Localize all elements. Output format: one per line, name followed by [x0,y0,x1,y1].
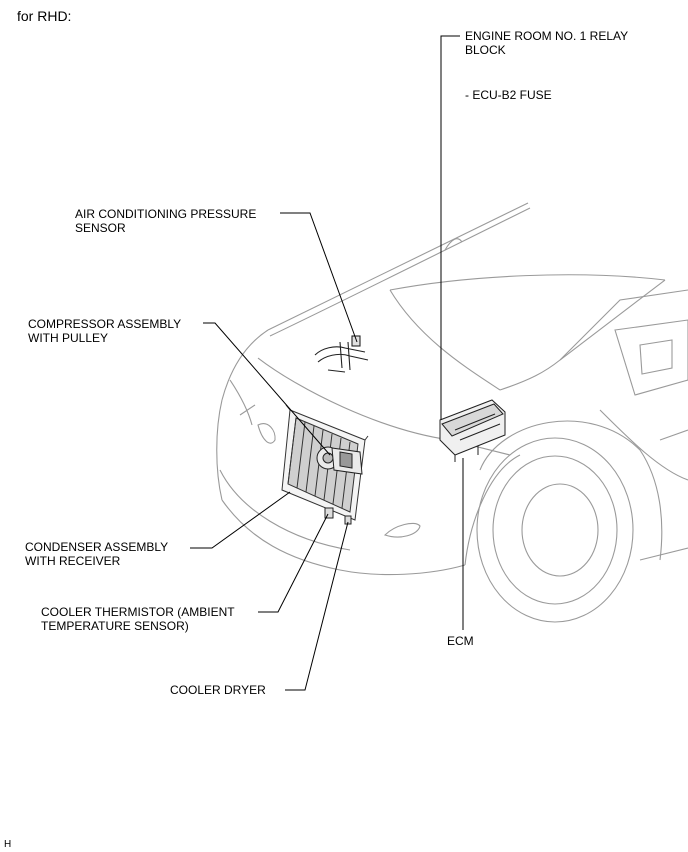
car-body-outline [216,202,688,623]
compressor-assembly [316,446,363,475]
pressure-sensor-label-line1: AIR CONDITIONING PRESSURE [75,207,257,221]
pressure-sensor-label-line2: SENSOR [75,221,126,235]
compressor-label-line2: WITH PULLEY [28,331,109,345]
leader-lines [190,35,464,691]
pressure-sensor-piping [314,335,369,373]
footer-code: H [4,839,12,850]
dryer-label: COOLER DRYER [170,683,266,697]
ecm-label: ECM [447,634,474,648]
thermistor-label-line1: COOLER THERMISTOR (AMBIENT [41,605,235,619]
page-header: for RHD: [17,8,72,24]
condenser-label-line2: WITH RECEIVER [25,554,121,568]
condenser-label-line1: CONDENSER ASSEMBLY [25,540,169,554]
thermistor-label-line2: TEMPERATURE SENSOR) [41,619,189,633]
compressor-label-line1: COMPRESSOR ASSEMBLY [28,317,182,331]
relay-block-label-line1: ENGINE ROOM NO. 1 RELAY [465,29,629,43]
relay-block-ecm [439,399,506,462]
relay-block-label-line2: BLOCK [465,43,506,57]
fuse-label: - ECU-B2 FUSE [465,88,552,102]
